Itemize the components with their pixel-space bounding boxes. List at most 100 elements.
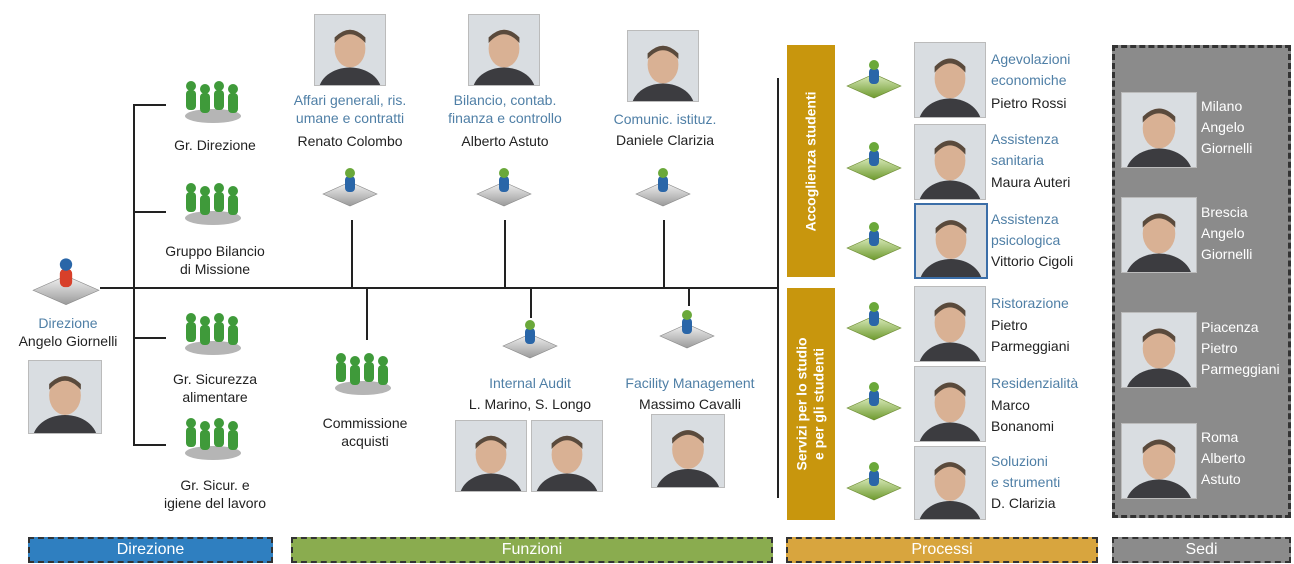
connector-audit [530, 288, 532, 318]
legend-sedi: Sedi [1112, 537, 1291, 563]
audit-names: L. Marino, S. Longo [468, 396, 592, 412]
comunic-photo [627, 30, 699, 102]
roma-city: Roma [1201, 429, 1239, 445]
processi-bar-accoglienza: Accoglienza studenti [787, 45, 835, 277]
bilancio-name: Alberto Astuto [461, 133, 549, 149]
comunic-role: Comunic. istituz. [613, 111, 717, 127]
comunic-person-icon [635, 167, 691, 207]
psicologica-role-2: psicologica [991, 232, 1061, 248]
group-direzione-label: Gr. Direzione [174, 137, 256, 153]
connector-g1 [133, 104, 166, 106]
direzione-name: Angelo Giornelli [18, 333, 118, 349]
accoglienza-label: Accoglienza studenti [802, 90, 819, 232]
commissione-group-icon [335, 353, 391, 395]
milano-photo [1121, 92, 1197, 168]
agevolazioni-role-2: economiche [991, 72, 1067, 88]
piacenza-city: Piacenza [1201, 319, 1259, 335]
psicologica-role-1: Assistenza [991, 211, 1059, 227]
roma-name-1: Alberto [1201, 450, 1246, 466]
legend-funzioni: Funzioni [291, 537, 773, 563]
agevolazioni-icon [846, 59, 902, 99]
group-icon-1 [185, 81, 241, 123]
group-igiene-label-1: Gr. Sicur. e [180, 477, 250, 493]
soluzioni-role-2: e strumenti [991, 474, 1061, 490]
groups-vertical-line [133, 104, 135, 446]
connector-affari [351, 220, 353, 288]
piacenza-photo [1121, 312, 1197, 388]
residenzialita-icon [846, 381, 902, 421]
brescia-photo [1121, 197, 1197, 273]
affari-role-1: Affari generali, ris. [293, 92, 407, 108]
legend-processi: Processi [786, 537, 1098, 563]
ristorazione-photo [914, 286, 986, 362]
residenzialita-photo [914, 366, 986, 442]
sanitaria-name: Maura Auteri [991, 174, 1071, 190]
milano-name-1: Angelo [1201, 119, 1245, 135]
direzione-person-icon [32, 257, 100, 306]
residenzialita-role: Residenzialità [991, 375, 1079, 391]
direzione-photo [28, 360, 102, 434]
connector-g3 [133, 337, 166, 339]
affari-photo [314, 14, 386, 86]
ristorazione-icon [846, 301, 902, 341]
sanitaria-icon [846, 141, 902, 181]
commissione-label-2: acquisti [341, 433, 389, 449]
group-sicurezza-label-2: alimentare [182, 389, 248, 405]
facility-name: Massimo Cavalli [639, 396, 741, 412]
ristorazione-name-2: Parmeggiani [991, 338, 1070, 354]
group-icon-2 [185, 183, 241, 225]
connector-facility [688, 288, 690, 306]
residenzialita-name-1: Marco [991, 397, 1030, 413]
bilancio-person-icon [476, 167, 532, 207]
audit-person-icon [502, 319, 558, 359]
connector-commissione [366, 288, 368, 340]
sanitaria-photo [914, 124, 986, 200]
comunic-name: Daniele Clarizia [615, 132, 715, 148]
bilancio-photo [468, 14, 540, 86]
connector-g2 [133, 211, 166, 213]
piacenza-name-2: Parmeggiani [1201, 361, 1280, 377]
brescia-name-2: Giornelli [1201, 246, 1253, 262]
soluzioni-photo [914, 446, 986, 520]
bilancio-role-2: finanza e controllo [448, 110, 562, 126]
soluzioni-icon [846, 461, 902, 501]
main-horizontal-line [100, 287, 778, 289]
psicologica-photo [914, 203, 988, 279]
facility-role: Facility Management [625, 375, 755, 391]
group-icon-3 [185, 313, 241, 355]
direzione-role: Direzione [38, 315, 98, 331]
group-bilancio-label-1: Gruppo Bilancio [165, 243, 265, 259]
affari-name: Renato Colombo [297, 133, 403, 149]
group-igiene-label-2: igiene del lavoro [164, 495, 266, 511]
brescia-city: Brescia [1201, 204, 1248, 220]
audit-role: Internal Audit [489, 375, 571, 391]
roma-photo [1121, 423, 1197, 499]
commissione-label-1: Commissione [322, 415, 408, 431]
connector-g4 [133, 444, 166, 446]
milano-name-2: Giornelli [1201, 140, 1253, 156]
psicologica-icon [846, 221, 902, 261]
soluzioni-role-1: Soluzioni [991, 453, 1048, 469]
audit-photo-1 [455, 420, 527, 492]
legend-direzione: Direzione [28, 537, 273, 563]
ristorazione-name-1: Pietro [991, 317, 1028, 333]
main-vertical-line [777, 78, 779, 498]
affari-role-2: umane e contratti [295, 110, 405, 126]
audit-photo-2 [531, 420, 603, 492]
group-sicurezza-label-1: Gr. Sicurezza [172, 371, 258, 387]
connector-bilancio [504, 220, 506, 288]
group-bilancio-label-2: di Missione [179, 261, 251, 277]
connector-comunic [663, 220, 665, 288]
residenzialita-name-2: Bonanomi [991, 418, 1055, 434]
bilancio-role-1: Bilancio, contab. [453, 92, 557, 108]
facility-photo [651, 414, 725, 488]
group-icon-4 [185, 418, 241, 460]
affari-person-icon [322, 167, 378, 207]
brescia-name-1: Angelo [1201, 225, 1245, 241]
agevolazioni-name: Pietro Rossi [991, 95, 1067, 111]
agevolazioni-photo [914, 42, 986, 118]
sanitaria-role-2: sanitaria [991, 152, 1044, 168]
agevolazioni-role-1: Agevolazioni [991, 51, 1071, 67]
